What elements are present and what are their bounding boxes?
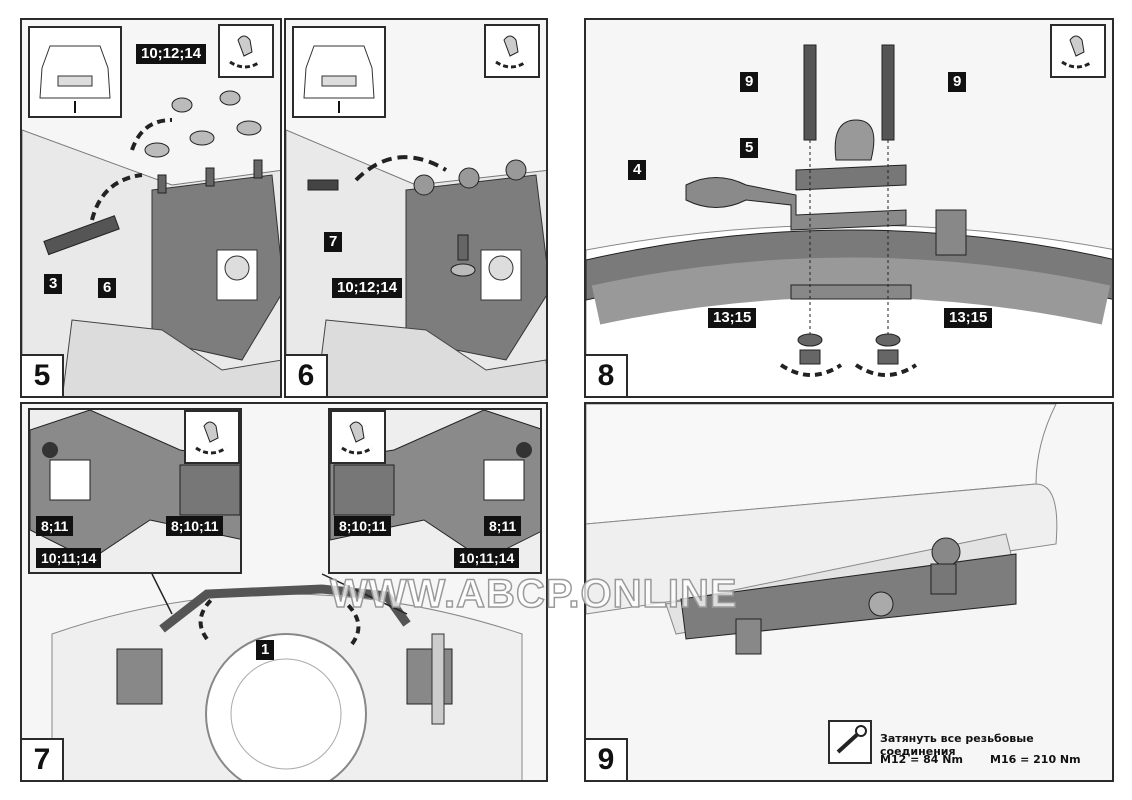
label-left-mid: 8;10;11 <box>166 516 224 536</box>
label-nut-left: 13;15 <box>708 308 757 328</box>
step-number: 5 <box>22 354 64 396</box>
label-ball-mount: 5 <box>740 138 759 158</box>
step-6-illustration <box>286 129 546 396</box>
label-bolt-plate: 6 <box>98 278 117 298</box>
label-nuts: 10;12;14 <box>136 44 207 64</box>
step-9-illustration <box>586 404 1058 655</box>
left-detail-inset <box>28 408 242 574</box>
label-right-bolt: 8;11 <box>484 516 522 536</box>
label-right-mid: 8;10;11 <box>334 516 392 536</box>
step-7-illustration <box>51 573 523 780</box>
wrench-hand-icon <box>484 24 540 78</box>
panel-step-6: 7 10;12;14 6 <box>284 18 548 398</box>
step-number: 8 <box>586 354 628 396</box>
car-rear-thumbnail <box>292 26 386 118</box>
label-socket-plate: 4 <box>628 160 647 180</box>
torque-m16: M16 = 210 Nm <box>990 753 1081 766</box>
step-number: 6 <box>286 354 328 396</box>
wrench-hand-icon <box>1050 24 1106 78</box>
torque-m12: M12 = 84 Nm <box>880 753 963 766</box>
step-number: 7 <box>22 738 64 780</box>
label-right-nut: 10;11;14 <box>454 548 520 568</box>
label-crossbar: 1 <box>256 640 275 660</box>
wrench-hand-icon <box>330 410 386 464</box>
step-number: 9 <box>586 738 628 780</box>
torque-wrench-icon <box>828 720 872 764</box>
label-torque-spec: 10;12;14 <box>332 278 403 298</box>
panel-step-7: 8;11 8;10;11 10;11;14 8;10;11 8;11 10;11… <box>20 402 548 782</box>
label-bolt-right: 9 <box>948 72 967 92</box>
torque-note: Затянуть все резьбовые соединения M12 = … <box>828 720 1110 778</box>
label-left-bolt: 8;11 <box>36 516 74 536</box>
label-bolt-part: 7 <box>324 232 343 252</box>
torque-title: Затянуть все резьбовые соединения <box>880 732 1034 758</box>
panel-step-9: 9 <box>584 402 1114 782</box>
step-5-illustration <box>22 90 280 396</box>
label-left-nut: 10;11;14 <box>36 548 102 568</box>
panel-step-8: 9 9 5 4 13;15 13;15 8 <box>584 18 1114 398</box>
watermark-text: WWW.ABCP.ONLINE <box>329 571 738 617</box>
label-nut-right: 13;15 <box>944 308 993 328</box>
label-bolt-left: 9 <box>740 72 759 92</box>
car-rear-thumbnail <box>28 26 122 118</box>
panel-step-5: 10;12;14 3 6 5 <box>20 18 282 398</box>
wrench-hand-icon <box>184 410 240 464</box>
label-bracket-part: 3 <box>44 274 63 294</box>
step-8-illustration <box>586 44 1112 396</box>
wrench-hand-icon <box>218 24 274 78</box>
